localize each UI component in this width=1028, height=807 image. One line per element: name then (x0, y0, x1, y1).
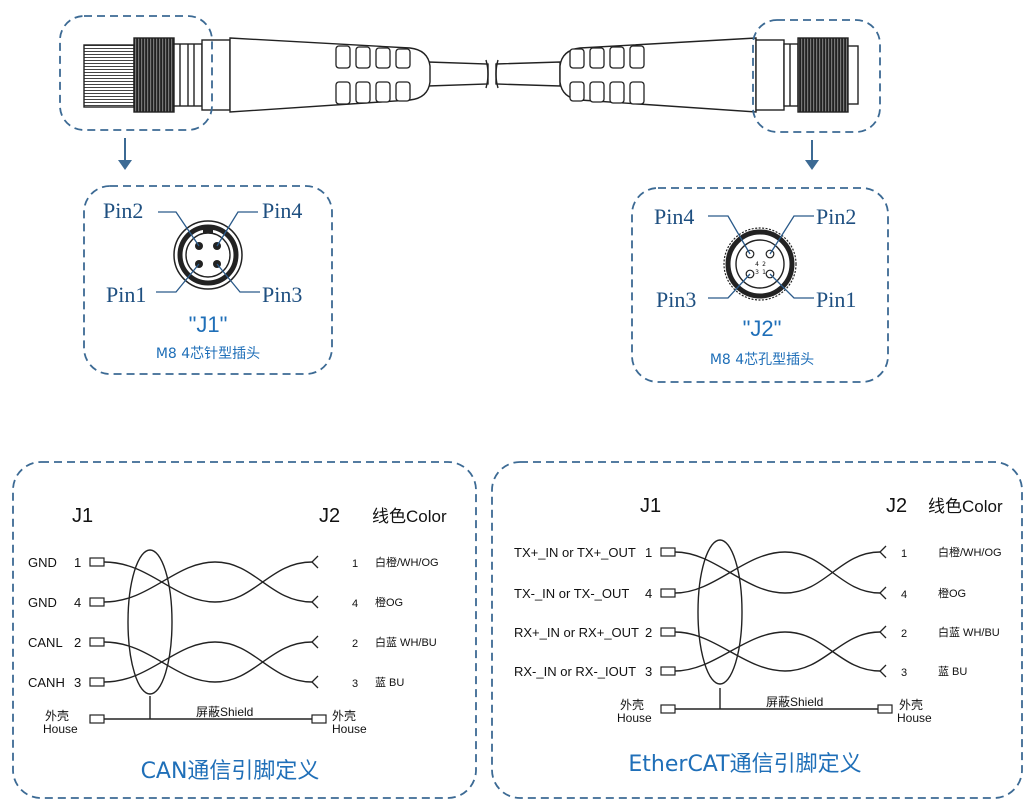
j2-pin4-label: Pin4 (654, 204, 694, 229)
ethercat-j1-title: J1 (640, 495, 661, 517)
ethercat-row4-signal: RX-_IN or RX-_IOUT (514, 664, 636, 679)
can-row4-pin-right: 3 (352, 678, 358, 690)
can-row3-pin-left: 2 (74, 635, 81, 650)
ethercat-row2-color: 橙OG (938, 586, 966, 600)
j2-name: "J2" (743, 316, 782, 341)
can-color-title: 线色Color (372, 507, 447, 526)
j1-pin-leaders (156, 211, 260, 293)
cable-assembly (59, 15, 881, 170)
j1-pin4-label: Pin4 (262, 198, 302, 223)
can-row3-color: 白蓝 WH/BU (375, 635, 437, 649)
can-row2-color: 橙OG (375, 595, 403, 609)
ethercat-house-right-cn: 外壳 (899, 698, 923, 712)
ethercat-row1-color: 白橙/WH/OG (938, 545, 1002, 559)
j1-pin1-label: Pin1 (106, 282, 146, 307)
can-row3-pin-right: 2 (352, 638, 358, 650)
ethercat-house-left-cn: 外壳 (620, 698, 644, 712)
ethercat-row1-signal: TX+_IN or TX+_OUT (514, 545, 636, 560)
j1-down-arrow (118, 138, 132, 170)
j1-pin-face (173, 220, 243, 290)
can-row1-pin-left: 1 (74, 555, 81, 570)
j2-face-digit-4: 4 (755, 261, 759, 268)
can-j2-title: J2 (319, 505, 340, 527)
can-row1-signal: GND (28, 555, 57, 570)
can-row2-pin-right: 4 (352, 598, 358, 610)
ethercat-row3-pin-right: 2 (901, 628, 907, 640)
can-row4-signal: CANH (28, 675, 65, 690)
can-row2-signal: GND (28, 595, 57, 610)
ethercat-row2-pin-left: 4 (645, 586, 652, 601)
ethercat-house-left-en: House (617, 711, 652, 725)
can-j1-pin-stubs (89, 557, 105, 724)
ethercat-row4-pin-left: 3 (645, 664, 652, 679)
ethercat-row3-signal: RX+_IN or RX+_OUT (514, 625, 639, 640)
can-row3-signal: CANL (28, 635, 63, 650)
can-j1-title: J1 (72, 505, 93, 527)
ethercat-twisted-pairs (674, 539, 881, 710)
j2-female-connector (559, 37, 859, 113)
j2-description: M8 4芯孔型插头 (710, 352, 814, 368)
j2-face-digit-3: 3 (755, 269, 759, 276)
j2-detail-box (631, 187, 889, 383)
can-caption: CAN通信引脚定义 (141, 759, 320, 784)
j1-pin2-label: Pin2 (103, 198, 143, 223)
ethercat-house-right-en: House (897, 711, 932, 725)
can-house-left-cn: 外壳 (45, 709, 69, 723)
ethercat-color-title: 线色Color (928, 497, 1003, 516)
ethercat-row3-pin-left: 2 (645, 625, 652, 640)
j2-highlight-box (752, 19, 881, 133)
j1-description: M8 4芯针型插头 (156, 346, 260, 362)
can-row2-pin-left: 4 (74, 595, 81, 610)
j2-pin1-label: Pin1 (816, 287, 856, 312)
ethercat-row2-pin-right: 4 (901, 589, 907, 601)
ethercat-row4-color: 蓝 BU (938, 665, 967, 678)
j1-pin-detail: Pin2 Pin4 Pin1 Pin3 "J1" M8 4芯针型插头 (83, 185, 333, 375)
j1-highlight-box (59, 15, 213, 131)
j2-pin-detail: 4 2 3 1 Pin4 Pin2 Pin3 Pin1 "J2" M8 4芯孔型… (631, 187, 889, 383)
ethercat-row4-pin-right: 3 (901, 667, 907, 679)
can-panel: J1 J2 线色Color GND GND CANL CANH 1 4 2 3 (12, 461, 477, 799)
j2-pin3-label: Pin3 (656, 287, 696, 312)
can-house-right-cn: 外壳 (332, 709, 356, 723)
j1-detail-box (83, 185, 333, 375)
can-row1-color: 白橙/WH/OG (375, 555, 439, 569)
ethercat-j1-pin-stubs (660, 547, 676, 714)
ethercat-panel: J1 J2 线色Color TX+_IN or TX+_OUT TX-_IN o… (491, 461, 1023, 799)
can-panel-box (12, 461, 477, 799)
can-j2-house-stub (311, 714, 327, 724)
ethercat-caption: EtherCAT通信引脚定义 (628, 752, 861, 777)
can-row4-color: 蓝 BU (375, 676, 404, 689)
ethercat-j2-title: J2 (886, 495, 907, 517)
j2-face-digit-2: 2 (762, 261, 766, 268)
can-twisted-pairs (103, 549, 313, 720)
cable (427, 59, 561, 89)
j1-male-connector (83, 37, 431, 113)
can-shield-label: 屏蔽Shield (196, 705, 253, 719)
can-row4-pin-left: 3 (74, 675, 81, 690)
can-j2-sockets (311, 555, 319, 689)
can-house-left-en: House (43, 722, 78, 736)
ethercat-row2-signal: TX-_IN or TX-_OUT (514, 586, 629, 601)
ethercat-row1-pin-right: 1 (901, 548, 907, 560)
j2-pin-leaders (708, 215, 814, 299)
ethercat-j2-sockets (879, 545, 887, 678)
ethercat-shield-label: 屏蔽Shield (766, 695, 823, 709)
ethercat-panel-box (491, 461, 1023, 799)
j1-name: "J1" (189, 312, 228, 337)
j2-down-arrow (805, 140, 819, 170)
can-house-right-en: House (332, 722, 367, 736)
ethercat-row1-pin-left: 1 (645, 545, 652, 560)
j2-pin2-label: Pin2 (816, 204, 856, 229)
ethercat-j2-house-stub (877, 704, 893, 714)
j2-face-digit-1: 1 (762, 269, 766, 276)
j1-pin3-label: Pin3 (262, 282, 302, 307)
ethercat-row3-color: 白蓝 WH/BU (938, 625, 1000, 639)
can-row1-pin-right: 1 (352, 558, 358, 570)
